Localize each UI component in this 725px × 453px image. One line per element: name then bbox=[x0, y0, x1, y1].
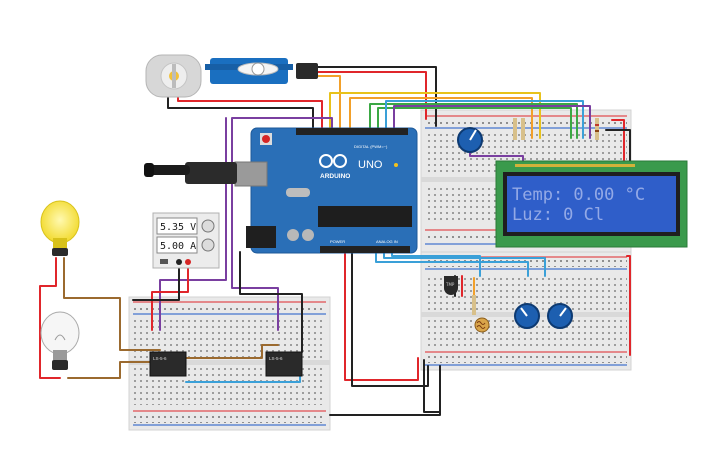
lcd-line-2: Luz: 0 Cl bbox=[512, 205, 604, 225]
wire-green-1 bbox=[369, 103, 578, 139]
lcd-line-1: Temp: 0.00 °C bbox=[512, 185, 645, 205]
psu-voltage: 5.35 V bbox=[160, 222, 196, 233]
wire-psu-black bbox=[132, 262, 180, 301]
wire-power-black bbox=[351, 251, 429, 387]
wire-purple-relay-2 bbox=[159, 117, 227, 331]
wire-lamp1-brown bbox=[63, 257, 161, 351]
wire-yellow-1 bbox=[329, 92, 541, 139]
resistor-ldr bbox=[472, 295, 476, 315]
wire-motor-red bbox=[177, 95, 323, 129]
wire-green-2 bbox=[377, 107, 572, 139]
arduino-model-text: UNO bbox=[358, 159, 383, 171]
relay-1[interactable]: LS-5-6 bbox=[149, 351, 187, 377]
svg-text:TMP: TMP bbox=[445, 282, 455, 287]
potentiometer-2-icon[interactable] bbox=[514, 303, 540, 329]
arduino-analog-label: ANALOG IN bbox=[376, 239, 398, 244]
wire-lamp1-red bbox=[39, 257, 61, 379]
lightbulb-off-icon[interactable] bbox=[40, 311, 80, 370]
arduino-logo-text: ARDUINO bbox=[320, 173, 350, 180]
servo-icon[interactable] bbox=[205, 58, 318, 84]
lcd-pins bbox=[515, 164, 635, 167]
dc-motor-icon[interactable] bbox=[145, 54, 202, 98]
wire-black-bottom bbox=[329, 379, 441, 416]
wire-relay-link-brown bbox=[185, 344, 279, 359]
psu-current-knob[interactable] bbox=[201, 238, 215, 252]
potentiometer-3-icon[interactable] bbox=[547, 303, 573, 329]
wire-blue-1 bbox=[385, 100, 584, 139]
lightbulb-on-icon[interactable] bbox=[40, 200, 80, 256]
potentiometer-icon[interactable] bbox=[457, 127, 483, 153]
power-supply[interactable]: 5.35 V 5.00 A bbox=[152, 212, 220, 269]
wire-lamp2-brown bbox=[67, 361, 153, 379]
arduino-digital-label: DIGITAL (PWM=~) bbox=[354, 144, 388, 149]
relay-1-label: LS-5-6 bbox=[153, 356, 167, 361]
arduino-power-label: POWER bbox=[330, 239, 345, 244]
arduino-logo-icon bbox=[319, 154, 347, 168]
temperature-sensor-icon[interactable]: TMP bbox=[444, 276, 458, 295]
wire-purple-1 bbox=[393, 105, 591, 139]
wire-analog-blue-2 bbox=[383, 251, 546, 277]
psu-current: 5.00 A bbox=[160, 241, 196, 252]
wire-analog-blue-1 bbox=[375, 251, 529, 277]
usb-plug-icon[interactable] bbox=[144, 162, 237, 184]
arduino-uno-board[interactable]: ARDUINO UNO DIGITAL (PWM=~) POWER ANALOG… bbox=[234, 127, 418, 254]
psu-voltage-knob[interactable] bbox=[201, 219, 215, 233]
relay-2-label: LS-5-6 bbox=[269, 356, 283, 361]
relay-2[interactable]: LS-5-6 bbox=[265, 351, 303, 377]
wire-red-bb2 bbox=[626, 255, 631, 356]
resistors-top bbox=[513, 118, 599, 140]
wire-power-red bbox=[344, 251, 419, 381]
wire-psu-red bbox=[151, 262, 189, 331]
wire-analog-blue-3 bbox=[391, 251, 481, 277]
wire-servo-red bbox=[317, 71, 427, 120]
wire-servo-orange bbox=[317, 75, 341, 129]
lcd-display: Temp: 0.00 °C Luz: 0 Cl bbox=[495, 160, 688, 248]
wire-black-relay bbox=[239, 251, 303, 353]
photoresistor-icon[interactable] bbox=[474, 317, 490, 333]
wire-yellow-2 bbox=[349, 97, 533, 139]
